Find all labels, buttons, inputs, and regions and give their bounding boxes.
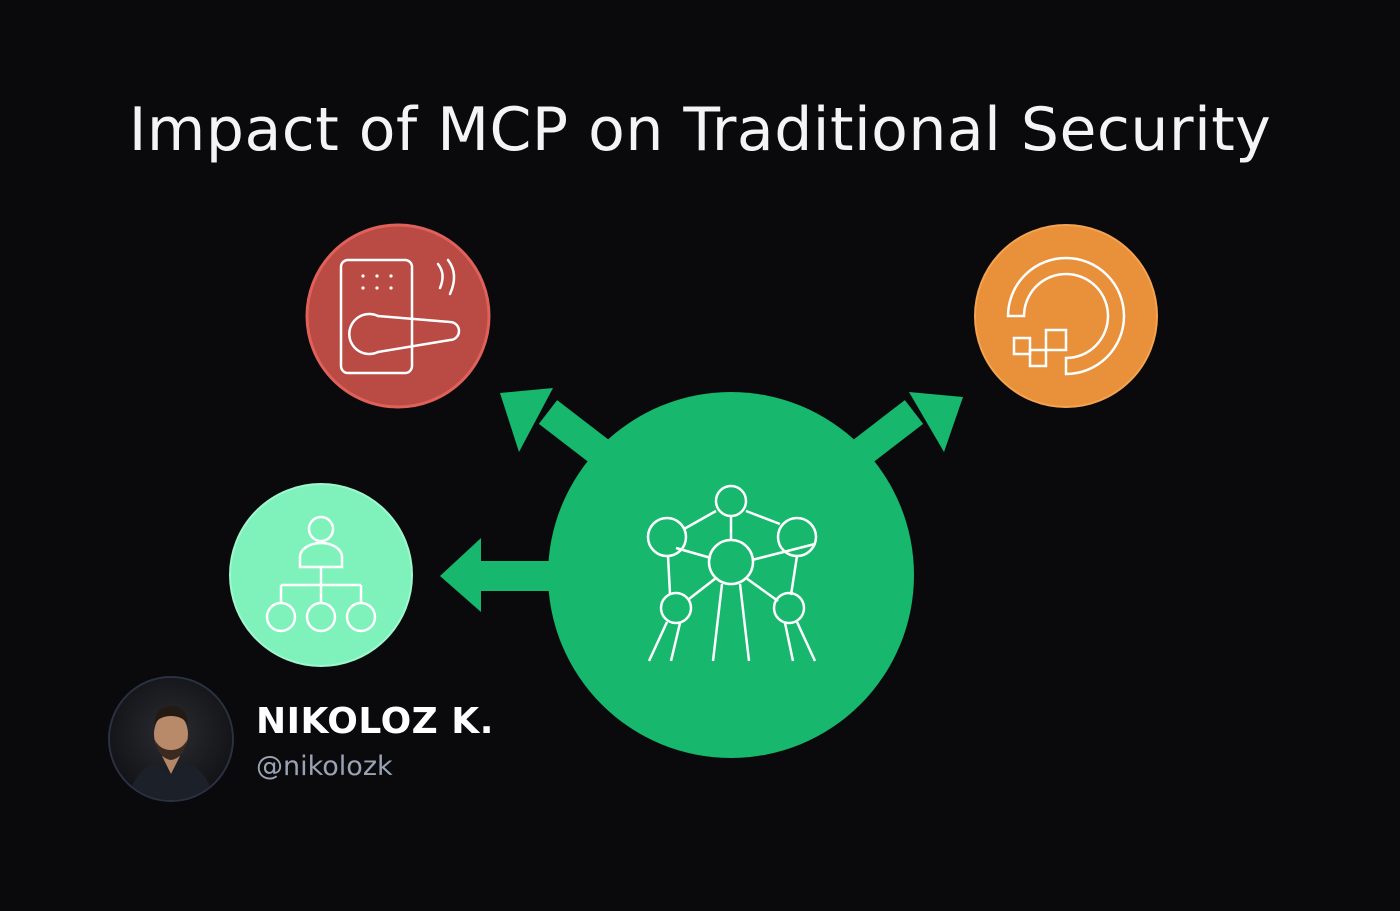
lock-node [305,223,491,409]
digitalocean-node [974,224,1158,408]
arrow-to-lock [500,388,610,464]
page-title: Impact of MCP on Traditional Security [128,95,1272,165]
org-node [229,483,413,667]
digitalocean-logo-icon [1006,256,1126,376]
author-handle: @nikolozk [256,751,393,782]
smart-lock-icon [339,258,461,375]
author-card: NIKOLOZ K. @nikolozk [110,678,610,804]
person-avatar-icon [110,678,232,800]
arrow-to-digitalocean [852,392,963,464]
org-chart-icon [265,515,377,633]
author-name: NIKOLOZ K. [256,701,494,742]
arrow-to-org [440,538,555,612]
hub-node [548,392,914,758]
network-hub-icon [646,484,818,662]
author-avatar [110,678,232,800]
